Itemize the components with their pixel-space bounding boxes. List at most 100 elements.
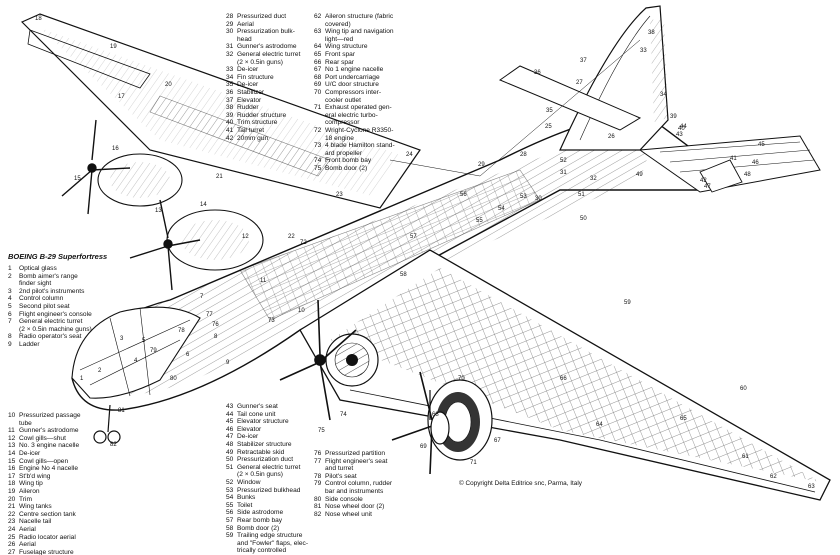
key-item: finder sight [8,280,98,288]
key-number: 22 [8,510,16,518]
key-label: compressor [325,119,360,127]
key-number: 78 [314,472,322,480]
callout-number: 73 [268,318,275,324]
key-label: General electric turret [19,318,83,326]
key-label: ard propeller [325,149,363,157]
key-label: Stabilizer structure [237,440,292,448]
key-item: 18 engine [314,135,406,143]
callout-number: 54 [498,206,505,212]
key-label: Pressurized partition [325,450,386,457]
key-number: 27 [8,548,16,555]
callout-number: 5 [142,338,146,344]
key-number: 53 [226,486,234,494]
key-label: Wright-Cyclone R3350- [325,126,394,134]
callout-number: 68 [432,412,439,418]
key-number: 70 [314,88,322,96]
callout-number: 55 [476,218,483,224]
key-number [314,21,325,29]
key-label: Side astrodome [237,509,284,517]
key-label: Aerial [237,20,254,28]
key-label: Pressurized bulkhead [237,486,301,494]
callout-number: 74 [340,412,347,418]
key-number: 67 [314,66,322,74]
callout-number: 36 [534,70,541,76]
key-number: 19 [8,487,16,495]
key-number [314,119,325,127]
key-label: Exhaust operated gen- [325,104,392,112]
port-wing-structure [330,268,820,482]
key-number: 38 [226,104,234,112]
key-label: Tail turret [237,126,265,134]
callout-number: 12 [242,234,249,240]
tail-turret [699,159,743,193]
key-label: light—red [325,35,354,43]
key-number: 20 [8,495,16,503]
key-number: 71 [314,104,322,112]
callout-number: 32 [590,176,597,182]
key-label: Wing tip [19,480,43,488]
callout-number: 46 [752,160,759,166]
key-number: 11 [8,427,15,435]
key-number: 37 [226,96,234,104]
key-label: Pressurized passage [19,412,81,419]
key-number [314,135,325,143]
fuselage-interior [239,169,541,321]
callout-number: 1 [80,376,84,382]
key-number [226,36,237,44]
key-number: 16 [8,465,16,473]
callout-number: 64 [596,422,603,428]
callout-number: 37 [580,58,587,64]
key-number: 58 [226,524,234,532]
key-label: 4 blade Hamilton stand- [325,142,395,150]
key-label: Optical glass [19,265,57,272]
key-number: 25 [8,533,16,541]
key-label: De-icer [237,433,259,441]
callout-number: 19 [110,44,117,50]
key-number: 9 [8,340,12,348]
callout-number: 66 [560,376,567,382]
callout-number: 28 [520,152,527,158]
callout-number: 24 [406,152,413,158]
callout-number: 72 [300,240,307,246]
key-item: and turret [314,465,406,473]
key-number: 72 [314,126,322,134]
callout-number: 61 [742,454,749,460]
callout-number: 76 [212,322,219,328]
key-number: 64 [314,43,322,51]
callout-number: 47 [704,184,711,190]
key-number: 80 [314,495,322,503]
key-label: St'b'd wing [19,472,51,480]
key-number: 32 [226,50,234,58]
key-label: Front spar [325,50,356,58]
key-item: compressor [314,119,406,127]
callout-number: 7 [200,294,204,300]
key-number: 42 [226,134,234,142]
callout-number: 29 [478,162,485,168]
key-number: 75 [314,164,322,172]
key-number: 30 [226,28,234,36]
key-number: 17 [8,472,16,480]
key-number: 35 [226,81,234,89]
